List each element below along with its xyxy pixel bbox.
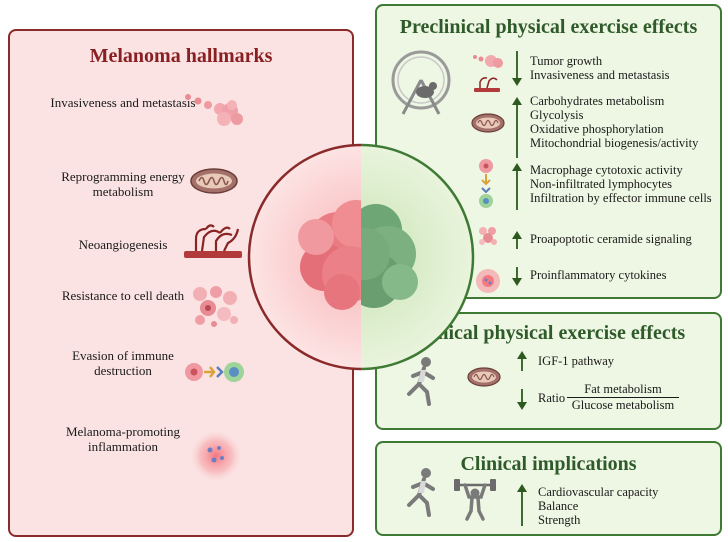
arrow-down-icon (512, 267, 522, 286)
ratio-denominator: Glucose metabolism (571, 398, 675, 412)
clinical-implications-panel: Clinical implications Cardiovascular cap… (375, 441, 722, 536)
effect-ceramide: Proapoptotic ceramide signaling (530, 232, 692, 246)
clinical-title: Clinical physical exercise effects (411, 322, 686, 344)
effect-oxphos: Oxidative phosphorylation (530, 122, 664, 136)
fraction-line (567, 397, 679, 398)
arrow-up-icon (512, 231, 522, 249)
immune-cell-icon (185, 362, 244, 382)
implication-cardio: Cardiovascular capacity (538, 485, 659, 499)
mitochondrion-icon (190, 168, 238, 194)
implication-strength: Strength (538, 513, 581, 527)
arrow-up-icon (512, 97, 522, 158)
hallmark-label-cell-death: Resistance to cell death (61, 288, 185, 303)
preclinical-effects-panel: Preclinical physical exercise effects (375, 4, 722, 299)
small-inflammation-icon (476, 269, 500, 293)
hallmark-label-energy: Reprogramming energy metabolism (61, 169, 185, 199)
blood-vessel-icon (184, 224, 242, 258)
effect-mitochondrial: Mitochondrial biogenesis/activity (530, 136, 699, 150)
ratio-numerator: Fat metabolism (584, 382, 662, 396)
implication-balance: Balance (538, 499, 579, 513)
hallmark-label-inflammation: Melanoma-promoting inflammation (65, 424, 181, 454)
hallmark-label-immune: Evasion of immune destruction (72, 348, 174, 378)
preclinical-title: Preclinical physical exercise effects (399, 16, 698, 38)
ratio-label: Ratio (538, 391, 566, 405)
small-mitochondrion-icon (467, 367, 501, 387)
hamster-wheel-icon (391, 50, 451, 115)
effect-lymphocytes: Non-infiltrated lymphocytes (530, 177, 672, 191)
effect-tumor-growth: Tumor growth (530, 54, 603, 68)
runner-icon (407, 357, 435, 406)
inflammation-icon (189, 429, 243, 483)
arrow-up-icon (517, 351, 527, 371)
effect-macrophage: Macrophage cytotoxic activity (530, 163, 683, 177)
hallmark-label-neoangiogenesis: Neoangiogenesis (78, 237, 168, 252)
arrow-down-icon (512, 51, 522, 86)
small-apoptotic-icon (479, 227, 497, 245)
cell-cluster-icon (185, 94, 243, 126)
small-vessel-icon (474, 77, 500, 92)
arrow-down-icon (517, 389, 527, 410)
tumor-left-half (298, 200, 361, 310)
arrow-up-icon (517, 484, 527, 526)
small-immune-cell-icon (479, 159, 493, 208)
runner-icon (407, 468, 435, 517)
tumor-right-half (361, 204, 418, 308)
melanoma-hallmarks-title: Melanoma hallmarks (89, 45, 273, 67)
effect-glycolysis: Glycolysis (530, 108, 584, 122)
small-tumor-icon (473, 55, 503, 68)
hallmark-label-invasiveness: Invasiveness and metastasis (50, 95, 196, 110)
effect-igf1: IGF-1 pathway (538, 354, 615, 368)
effect-invasiveness: Invasiveness and metastasis (530, 68, 670, 82)
weightlifter-icon (454, 479, 496, 521)
implications-title: Clinical implications (460, 453, 637, 475)
apoptotic-cells-icon (193, 286, 238, 327)
effect-carbohydrates: Carbohydrates metabolism (530, 94, 665, 108)
effect-infiltration: Infiltration by effector immune cells (530, 191, 712, 205)
central-tumor-circle (247, 143, 475, 371)
small-mitochondrion-icon (471, 113, 505, 133)
arrow-up-icon (512, 163, 522, 210)
effect-cytokines: Proinflammatory cytokines (530, 268, 667, 282)
